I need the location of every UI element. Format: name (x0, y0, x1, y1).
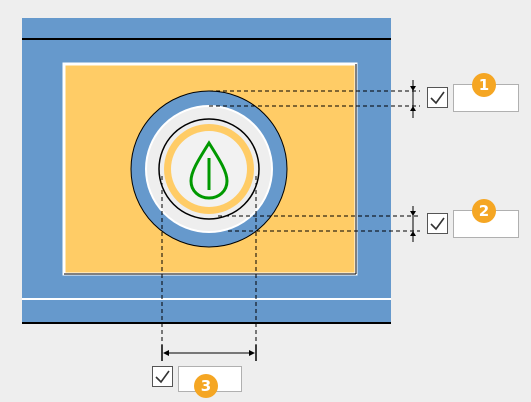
checkmark-icon (430, 91, 445, 105)
checkbox-1[interactable] (427, 87, 448, 108)
checkbox-3[interactable] (152, 366, 173, 387)
checkmark-icon (430, 217, 445, 231)
checkmark-icon (155, 370, 170, 384)
checkbox-2[interactable] (427, 213, 448, 234)
dimension-1 (209, 90, 420, 107)
dimension-2 (218, 215, 420, 232)
dimension-3 (161, 176, 257, 360)
water-drop-icon (189, 140, 229, 200)
badge-3: 3 (194, 374, 218, 398)
badge-2: 2 (472, 199, 496, 223)
inner-ring-line (158, 118, 260, 220)
badge-1: 1 (472, 73, 496, 97)
